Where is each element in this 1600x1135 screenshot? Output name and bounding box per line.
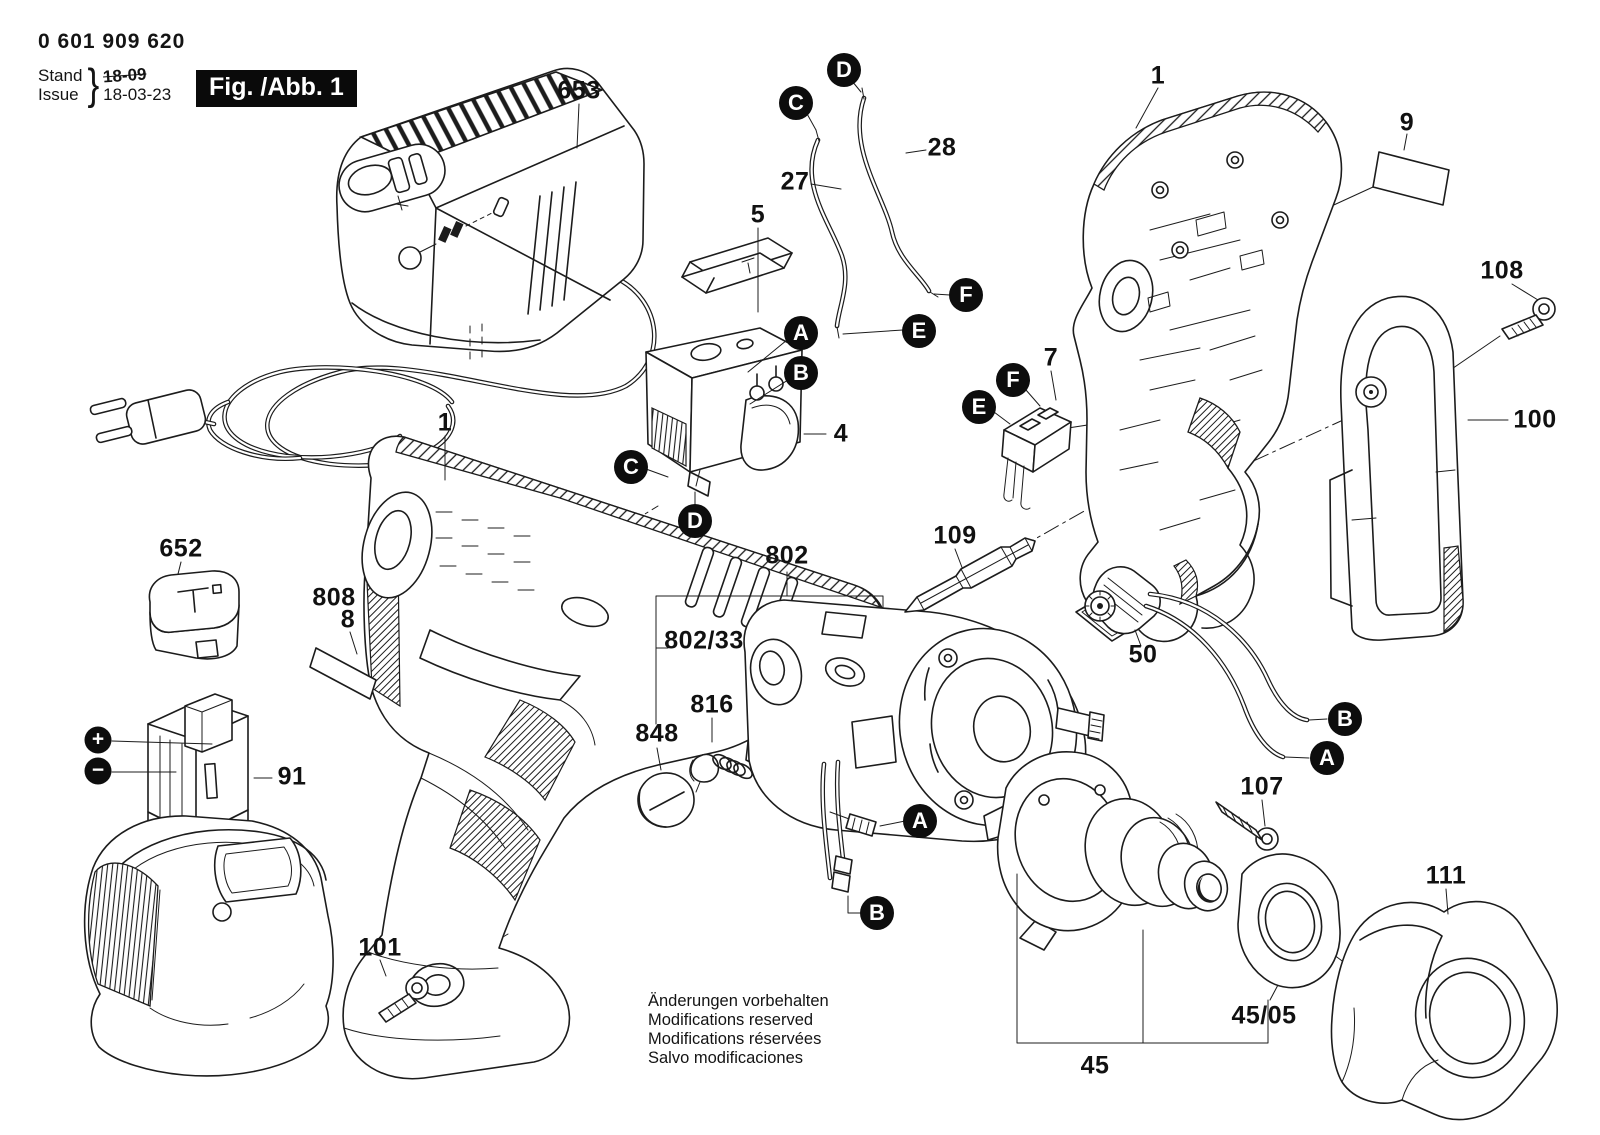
note-line-0: Änderungen vorbehalten bbox=[648, 992, 829, 1010]
stand-label: Stand bbox=[38, 66, 83, 85]
issue-label: Issue bbox=[38, 85, 79, 104]
motor-leads bbox=[820, 759, 906, 914]
power-plug bbox=[89, 389, 207, 445]
screw-101 bbox=[378, 959, 429, 1023]
connector-block-7 bbox=[993, 370, 1072, 510]
battery-pack bbox=[83, 815, 334, 1077]
motor-assembly-802 bbox=[637, 571, 1105, 914]
brace-glyph: } bbox=[87, 60, 100, 109]
screw-108 bbox=[1501, 283, 1556, 340]
note-line-3: Salvo modificaciones bbox=[648, 1049, 803, 1067]
note-line-2: Modifications réservées bbox=[648, 1030, 822, 1048]
battery-cap-652 bbox=[148, 561, 240, 660]
housing-ribs bbox=[1119, 211, 1265, 531]
wire-28 bbox=[851, 80, 951, 298]
gearbox-45 bbox=[983, 751, 1288, 1044]
battery-charger bbox=[89, 67, 657, 468]
grip-texture bbox=[435, 511, 535, 591]
screw-107 bbox=[1215, 799, 1279, 851]
part-number: 0 601 909 620 bbox=[38, 30, 186, 53]
label-strip-808 bbox=[309, 631, 377, 700]
figure-label: Fig. /Abb. 1 bbox=[196, 70, 357, 107]
screwdriver-bit-109 bbox=[904, 537, 1036, 613]
title-block: 0 601 909 620 Stand Issue } 18-09 18-03-… bbox=[38, 30, 185, 110]
right-housing-half bbox=[1072, 87, 1343, 643]
belt-clip bbox=[1329, 295, 1509, 641]
nose-cover-111 bbox=[1330, 888, 1558, 1121]
locking-sleeve-45-05 bbox=[1237, 853, 1341, 989]
wire-27 bbox=[805, 111, 904, 339]
brush-cap-848 bbox=[637, 747, 695, 828]
note-line-1: Modifications reserved bbox=[648, 1011, 814, 1029]
label-plate-9 bbox=[1372, 133, 1450, 206]
dc-motor bbox=[743, 599, 1105, 843]
battery-slot bbox=[338, 143, 446, 213]
switch-assembly bbox=[645, 227, 827, 509]
superseded-date: 18-09 bbox=[102, 64, 148, 87]
issue-date: 18-03-23 bbox=[103, 85, 172, 104]
motor-50 bbox=[1075, 566, 1328, 760]
